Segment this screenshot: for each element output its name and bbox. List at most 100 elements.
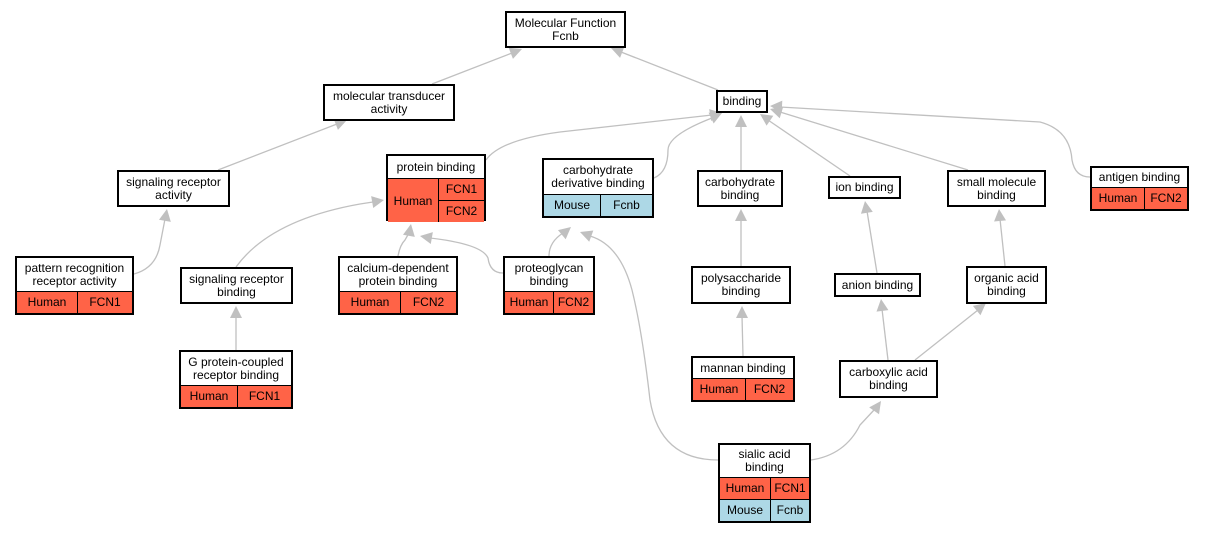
edge-antigen-to-binding: [770, 100, 1091, 178]
edge-pattern-to-sra: [133, 209, 171, 275]
edge-transducer-to-mf: [431, 47, 522, 85]
gene-cell: Fcnb: [770, 500, 809, 521]
edge-sialic-to-carboxylic: [810, 401, 881, 461]
edge-smallmol-to-binding: [770, 106, 969, 171]
edge-mannan-to-poly: [736, 306, 748, 357]
gene-cell: FCN1: [770, 478, 809, 499]
edge-ion-to-binding: [760, 114, 851, 177]
node-pattern-recognition-receptor-activity[interactable]: pattern recognition receptor activity Hu…: [15, 256, 134, 315]
arrowhead-icon: [869, 401, 881, 415]
node-title: carbohydrate derivative binding: [551, 163, 645, 190]
node-title: calcium-dependent protein binding: [347, 260, 449, 288]
arrowhead-icon: [508, 47, 522, 59]
node-title: signaling receptor activity: [126, 174, 221, 202]
species-cell-mouse: Mouse: [720, 500, 770, 521]
edge-line: [866, 210, 878, 274]
annotation-row: Human FCN2: [693, 378, 793, 400]
node-small-molecule-binding[interactable]: small molecule binding: [947, 170, 1046, 207]
node-title: carbohydrate binding: [704, 174, 776, 202]
node-title: Molecular Function Fcnb: [514, 15, 617, 43]
node-proteoglycan-binding[interactable]: proteoglycan binding Human FCN2: [503, 256, 595, 315]
annotation-row: Human FCN1: [17, 291, 132, 313]
node-polysaccharide-binding[interactable]: polysaccharide binding: [691, 266, 791, 304]
arrowhead-icon: [994, 209, 1007, 222]
node-title: signaling receptor binding: [189, 271, 284, 299]
annotation-row: Mouse Fcnb: [720, 499, 809, 521]
annotation-row: Human FCN1: [181, 385, 291, 407]
edge-line: [779, 106, 1091, 178]
arrowhead-icon: [876, 299, 889, 312]
edge-organic-to-smallmol: [994, 209, 1007, 267]
edge-line: [914, 309, 979, 361]
node-signaling-receptor-activity[interactable]: signaling receptor activity: [117, 170, 230, 207]
gene-cell: FCN2: [400, 292, 456, 313]
node-title: small molecule binding: [956, 174, 1037, 202]
node-signaling-receptor-binding[interactable]: signaling receptor binding: [180, 267, 293, 304]
arrowhead-icon: [760, 114, 774, 126]
edge-line: [741, 315, 744, 357]
arrowhead-icon: [736, 306, 748, 318]
node-ion-binding[interactable]: ion binding: [828, 176, 901, 199]
gene-cell: FCN1: [439, 179, 484, 200]
edge-carboxylic-to-anion: [876, 299, 889, 361]
edge-proteo-to-carbderiv: [548, 227, 571, 257]
edge-poly-to-carb: [735, 209, 747, 266]
arrowhead-icon: [557, 227, 571, 240]
node-title: binding: [722, 94, 762, 108]
arrowhead-icon: [403, 224, 415, 237]
node-title: proteoglycan binding: [514, 260, 584, 288]
edge-srb-to-protein: [235, 196, 384, 268]
node-title: antigen binding: [1098, 170, 1181, 184]
node-title: polysaccharide binding: [700, 271, 782, 298]
edge-line: [397, 232, 410, 257]
arrowhead-icon: [860, 201, 873, 214]
node-molecular-function[interactable]: Molecular Function Fcnb: [505, 11, 626, 48]
node-title: organic acid binding: [974, 271, 1039, 298]
gene-cell: FCN1: [77, 292, 132, 313]
edge-sialic-to-carbderiv: [580, 230, 719, 461]
node-protein-binding[interactable]: protein binding Human FCN1 FCN2: [386, 154, 486, 222]
node-sialic-acid-binding[interactable]: sialic acid binding Human FCN1 Mouse Fcn…: [718, 443, 811, 523]
node-title: G protein-coupled receptor binding: [188, 354, 284, 382]
edge-line: [235, 201, 374, 268]
node-anion-binding[interactable]: anion binding: [834, 273, 921, 297]
annotation-grid: Human FCN1 FCN2: [388, 178, 484, 222]
arrowhead-icon: [611, 46, 625, 58]
edge-line: [133, 218, 166, 275]
edge-carboxylic-to-organic: [914, 303, 986, 361]
arrowhead-icon: [708, 112, 722, 124]
species-cell-human: Human: [720, 478, 770, 499]
node-carboxylic-acid-binding[interactable]: carboxylic acid binding: [839, 360, 938, 398]
node-organic-acid-binding[interactable]: organic acid binding: [966, 266, 1047, 304]
gene-cell: Fcnb: [600, 195, 652, 216]
arrowhead-icon: [333, 118, 347, 130]
node-carbohydrate-derivative-binding[interactable]: carbohydrate derivative binding Mouse Fc…: [542, 158, 654, 218]
node-title: molecular transducer activity: [332, 88, 446, 116]
arrowhead-icon: [972, 303, 986, 316]
edge-line: [767, 119, 851, 177]
node-carbohydrate-binding[interactable]: carbohydrate binding: [697, 170, 783, 207]
node-calcium-dependent-protein-binding[interactable]: calcium-dependent protein binding Human …: [338, 256, 458, 315]
annotation-row: Human FCN2: [1092, 187, 1187, 209]
node-gpcr-binding[interactable]: G protein-coupled receptor binding Human…: [179, 350, 293, 409]
gene-cell: FCN1: [237, 386, 291, 407]
arrowhead-icon: [371, 196, 384, 208]
annotation-row: Human FCN1: [720, 477, 809, 499]
node-antigen-binding[interactable]: antigen binding Human FCN2: [1090, 166, 1189, 211]
node-title: mannan binding: [700, 360, 786, 375]
node-title: sialic acid binding: [738, 447, 791, 474]
species-cell-human: Human: [17, 292, 77, 313]
gene-column: FCN1 FCN2: [439, 179, 484, 222]
arrowhead-icon: [420, 232, 433, 244]
node-mannan-binding[interactable]: mannan binding Human FCN2: [691, 356, 795, 402]
gene-cell: FCN2: [745, 379, 793, 400]
edge-anion-to-ion: [860, 201, 878, 274]
node-binding[interactable]: binding: [716, 90, 768, 113]
annotation-row: Human FCN2: [340, 291, 456, 313]
edge-line: [431, 52, 513, 85]
edge-carb-to-binding: [735, 115, 747, 170]
arrowhead-icon: [735, 115, 747, 127]
node-molecular-transducer-activity[interactable]: molecular transducer activity: [323, 84, 455, 121]
